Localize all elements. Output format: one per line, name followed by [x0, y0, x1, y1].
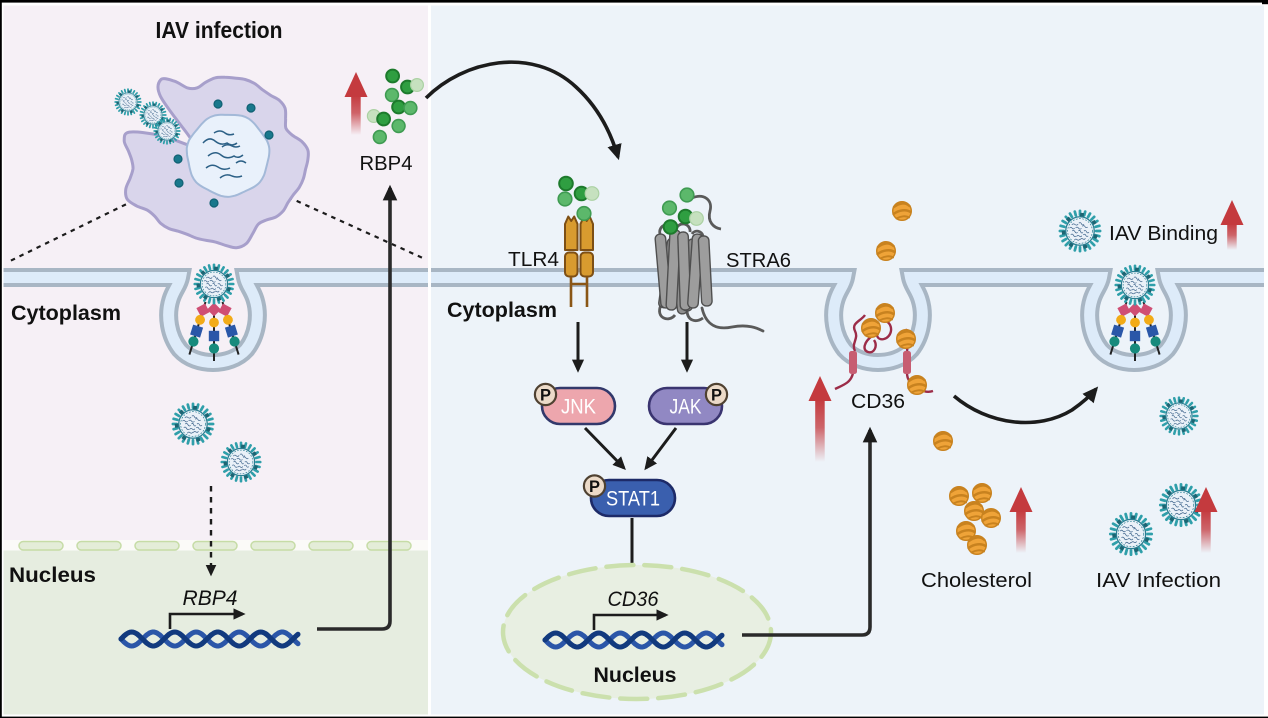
svg-text:STRA6: STRA6: [726, 249, 791, 272]
svg-text:Cytoplasm: Cytoplasm: [447, 298, 557, 322]
svg-text:P: P: [711, 387, 722, 405]
svg-text:CD36: CD36: [851, 390, 905, 413]
svg-text:P: P: [540, 387, 551, 405]
svg-text:JAK: JAK: [670, 396, 702, 419]
svg-text:RBP4: RBP4: [360, 152, 413, 175]
svg-text:RBP4: RBP4: [183, 587, 238, 610]
svg-text:P: P: [589, 478, 600, 496]
svg-text:IAV Infection: IAV Infection: [1096, 569, 1221, 592]
svg-text:Nucleus: Nucleus: [594, 663, 677, 687]
svg-text:IAV infection: IAV infection: [156, 17, 283, 43]
svg-text:IAV Binding: IAV Binding: [1109, 222, 1218, 245]
svg-text:STAT1: STAT1: [606, 488, 660, 511]
svg-text:CD36: CD36: [608, 588, 659, 611]
svg-text:Nucleus: Nucleus: [9, 563, 96, 587]
svg-text:TLR4: TLR4: [508, 248, 559, 271]
svg-text:Cytoplasm: Cytoplasm: [11, 301, 121, 325]
svg-text:Cholesterol: Cholesterol: [921, 569, 1032, 592]
svg-text:JNK: JNK: [561, 396, 596, 419]
